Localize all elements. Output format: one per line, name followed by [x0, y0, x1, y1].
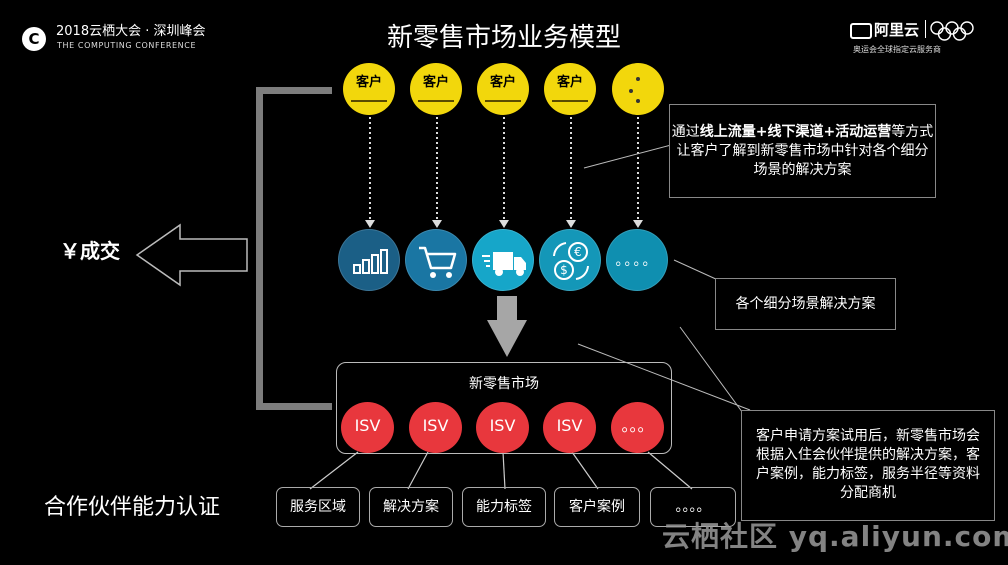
currency-exchange-icon: € $: [539, 229, 601, 291]
channels-bold: 线上流量+线下渠道+活动运营: [699, 124, 892, 140]
bracket-line: [256, 87, 263, 410]
cert-capability-tags: 能力标签: [462, 487, 546, 527]
svg-text:€: €: [574, 245, 582, 259]
customer-node: 客户: [477, 63, 529, 115]
channels-rest: 等方式让客户了解到新零售市场中针对各个细分场景的解决方案: [676, 124, 934, 178]
isv-node: ISV: [543, 402, 596, 453]
brand-divider: [925, 20, 926, 38]
page-title: 新零售市场业务模型: [386, 23, 621, 53]
certification-title: 合作伙伴能力认证: [44, 495, 221, 520]
customer-node: 客户: [544, 63, 596, 115]
isv-node: ISV: [409, 402, 462, 453]
cert-service-area: 服务区域: [276, 487, 360, 527]
customer-node: 客户: [410, 63, 462, 115]
deal-label: ￥成交: [60, 239, 120, 263]
cert-solutions: 解决方案: [369, 487, 453, 527]
conference-logo-icon: C: [22, 27, 46, 51]
isv-node: ISV: [476, 402, 529, 453]
brand-name: 阿里云: [874, 21, 920, 39]
customer-label: 客户: [556, 75, 583, 90]
channels-prefix: 通过: [671, 124, 700, 140]
more-dots-text: 。。。。: [615, 253, 659, 269]
watermark: 云栖社区 yq.aliyun.com: [662, 520, 1008, 553]
bracket-bottom: [256, 403, 332, 410]
isv-more-node: 。。。: [611, 402, 664, 453]
cert-customer-cases: 客户案例: [554, 487, 640, 527]
olympic-rings-icon: [930, 21, 974, 41]
delivery-truck-icon: [472, 229, 534, 291]
shopping-cart-icon: [405, 229, 467, 291]
bracket-top: [256, 87, 332, 94]
customer-node: 客户: [343, 63, 395, 115]
solutions-callout: 各个细分场景解决方案: [715, 278, 896, 330]
customer-more-node: [612, 63, 664, 115]
customer-label: 客户: [355, 75, 382, 90]
aliyun-logo-icon: [850, 23, 872, 39]
customer-label: 客户: [489, 75, 516, 90]
bar-chart-icon: [338, 229, 400, 291]
market-container: [336, 362, 672, 454]
down-arrow: [487, 296, 527, 357]
cert-more: 。。。。: [650, 487, 736, 527]
conference-subtitle: THE COMPUTING CONFERENCE: [57, 41, 197, 50]
market-title: 新零售市场: [469, 376, 539, 392]
left-arrow: [135, 223, 248, 287]
trial-callout: 客户申请方案试用后，新零售市场会根据入住会伙伴提供的解决方案，客户案例，能力标签…: [741, 410, 995, 521]
channels-callout: 通过线上流量+线下渠道+活动运营等方式让客户了解到新零售市场中针对各个细分场景的…: [669, 104, 936, 198]
svg-text:$: $: [560, 263, 568, 277]
customer-label: 客户: [422, 75, 449, 90]
brand-tagline: 奥运会全球指定云服务商: [853, 45, 941, 54]
more-dots-icon: 。。。。: [606, 229, 668, 291]
isv-node: ISV: [341, 402, 394, 453]
conference-title: 2018云栖大会 · 深圳峰会: [56, 24, 206, 39]
